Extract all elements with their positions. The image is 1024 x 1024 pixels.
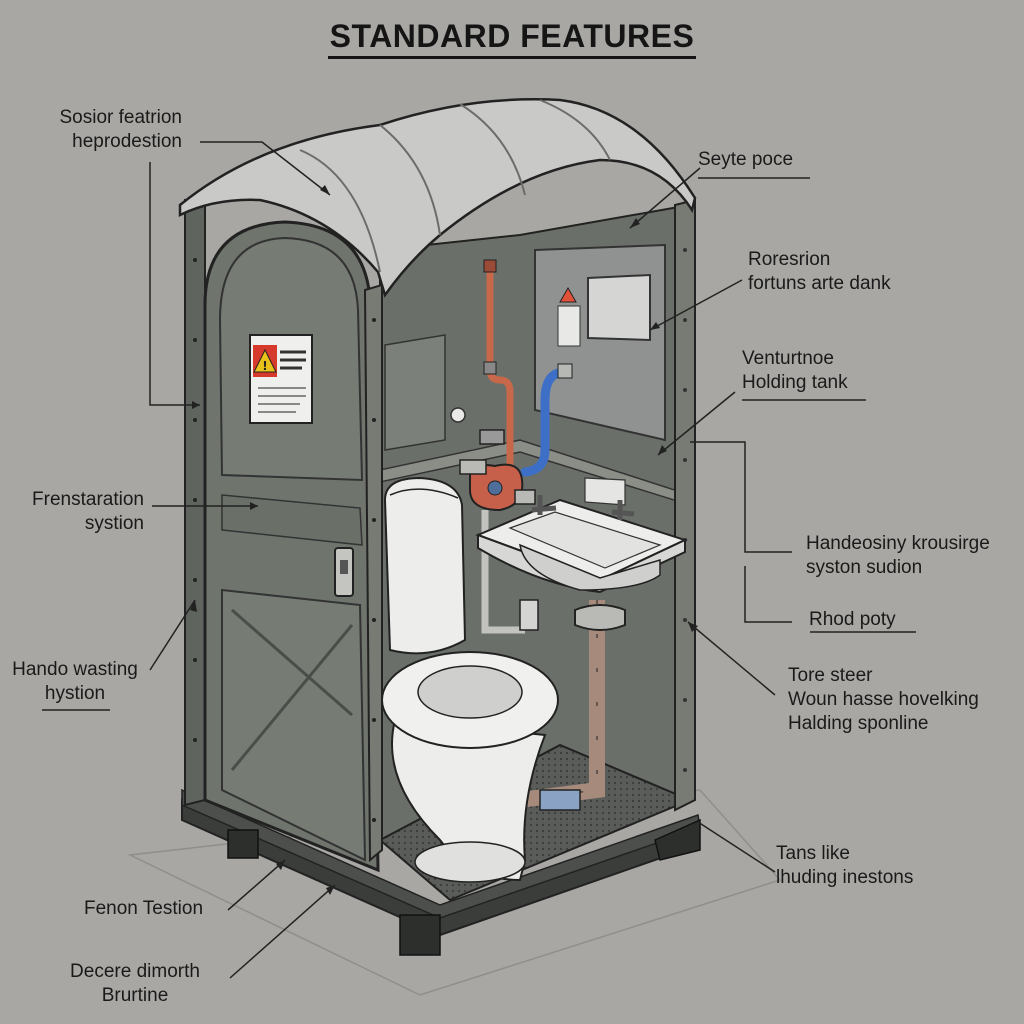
label-hando-wasting: Hando wasting hystion [12, 659, 138, 704]
label-decere-dimorth: Decere dimorth Brurtine [70, 961, 200, 1006]
base-foot-left [227, 829, 259, 859]
water-pipe [520, 367, 570, 477]
label-seyte-poce: Seyte poce [698, 149, 794, 170]
vent-panel [384, 334, 446, 451]
warning-icon [253, 348, 277, 373]
toilet-tank [383, 476, 467, 655]
faucet-left [531, 495, 557, 515]
door-frame [184, 199, 206, 807]
vent-hole [450, 407, 466, 423]
label-sosior-featrion: Sosior featrion heprodestion [59, 107, 182, 152]
roof [178, 98, 697, 298]
svg-text:!: ! [262, 359, 267, 373]
leader-lines [42, 141, 916, 979]
label-tans-like: Tans like lhuding inestons [776, 843, 914, 888]
base-foot-mid [399, 914, 441, 956]
base-foot-right [654, 818, 701, 861]
label-handeosiny: Handeosiny krousirge syston sudion [806, 533, 990, 578]
label-roresrion: Roresrion fortuns arte dank [748, 249, 891, 294]
right-post [674, 198, 696, 812]
label-rhod-poty: Rhod poty [809, 609, 896, 630]
label-fenon-testion: Fenon Testion [84, 898, 204, 919]
faucet-right [611, 500, 635, 520]
warning-icon [559, 286, 577, 303]
label-venturtnoe: Venturtnoe Holding tank [742, 348, 848, 393]
info-panel-window [587, 273, 651, 342]
label-frenstaration: Frenstaration systion [32, 489, 144, 534]
label-tore-steer: Tore steer Woun hasse hovelking Halding … [788, 665, 979, 734]
bolt-icon [372, 318, 376, 322]
page-title: STANDARD FEATURES [0, 18, 1024, 59]
door-panel-lower [221, 588, 367, 862]
